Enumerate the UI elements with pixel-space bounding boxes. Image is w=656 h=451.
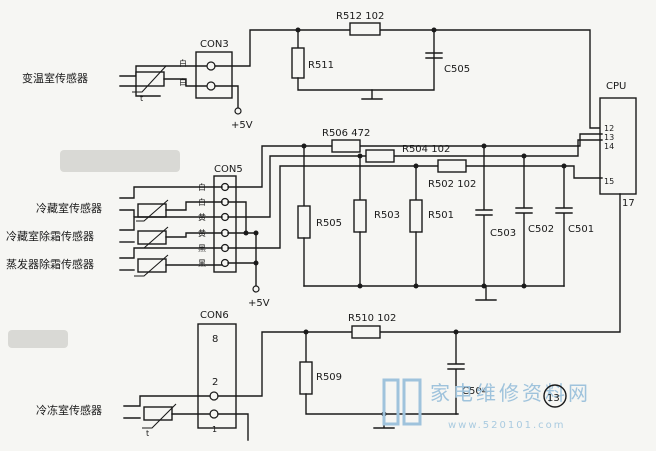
- supply-terminal: [234, 107, 242, 115]
- resistor-r505-label: R505: [316, 218, 342, 229]
- con3-section: CON3 白 白 变温室传感器 t +5V R512 102 R511 C505: [22, 11, 603, 131]
- watermark-logo: 家电维修资料网 www.520101.com: [382, 378, 591, 431]
- con3-connector: [195, 51, 233, 99]
- supply-label-top: +5V: [231, 120, 253, 131]
- cpu-chip: [599, 97, 637, 195]
- resistor-r512: [349, 22, 381, 36]
- cpu-pin-17: 17: [622, 198, 635, 209]
- scan-smudge: [8, 330, 68, 348]
- capacitor-c503-label: C503: [490, 228, 516, 239]
- cpu-pin-15: 15: [604, 177, 614, 186]
- resistor-r512-label: R512 102: [336, 11, 384, 22]
- thermistor-freezer: [143, 406, 173, 421]
- resistor-r504-label: R504 102: [402, 144, 450, 155]
- con5-label: CON5: [214, 164, 243, 175]
- con3-pin2: [206, 81, 216, 91]
- con6-pin-8: 8: [212, 334, 218, 345]
- resistor-r502: [437, 159, 467, 173]
- cpu-pin-13: 13: [604, 133, 614, 142]
- resistor-r502-label: R502 102: [428, 179, 476, 190]
- resistor-r511: [291, 47, 305, 79]
- resistor-r509: [299, 361, 313, 395]
- sensor-label-fridge-defrost: 冷藏室除霜传感器: [6, 229, 94, 243]
- con3-label: CON3: [200, 39, 229, 50]
- con5-pin6-color: 黑: [198, 259, 206, 268]
- resistor-r510-label: R510 102: [348, 313, 396, 324]
- con5-section: CON5 白 白 黄 黄 黑 黑 冷藏室传感器 冷藏室除霜传感器 蒸发器除霜传感…: [6, 128, 603, 309]
- figure-number-circle: [543, 384, 567, 408]
- thermistor-mark: t: [140, 94, 143, 103]
- scan-smudge: [60, 150, 180, 172]
- sensor-label-fridge: 冷藏室传感器: [36, 201, 102, 215]
- resistor-r509-label: R509: [316, 372, 342, 383]
- resistor-r503-label: R503: [374, 210, 400, 221]
- capacitor-c505-label: C505: [444, 64, 470, 75]
- figure-number: 13: [547, 393, 560, 404]
- supply-label-mid: +5V: [248, 298, 270, 309]
- resistor-r510: [351, 325, 381, 339]
- con6-label: CON6: [200, 310, 229, 321]
- sensor-label-evaporator-defrost: 蒸发器除霜传感器: [6, 257, 94, 271]
- resistor-r501: [409, 199, 423, 233]
- watermark-url: www.520101.com: [448, 420, 566, 431]
- con3-pin1: [206, 61, 216, 71]
- con3-pin1-color: 白: [179, 58, 187, 68]
- watermark-text: 家电维修资料网: [430, 381, 591, 405]
- resistor-r506-label: R506 472: [322, 128, 370, 139]
- con6-section: CON6 8 2 1 冷冻室传感器 t R510 102 R509 C504: [36, 193, 621, 441]
- capacitor-c501-label: C501: [568, 224, 594, 235]
- cpu-label: CPU: [606, 81, 626, 92]
- resistor-r506: [331, 139, 361, 153]
- con6-pin-2: 2: [212, 377, 218, 388]
- capacitor-c504-label: C504: [462, 386, 488, 397]
- sensor-label-freezer: 冷冻室传感器: [36, 403, 102, 417]
- sensor-label-variable-temp: 变温室传感器: [22, 71, 88, 85]
- resistor-r505: [297, 205, 311, 239]
- con3-pin2-color: 白: [179, 77, 187, 87]
- cpu-block: CPU 12 13 14 15 17: [599, 81, 637, 209]
- capacitor-c502-label: C502: [528, 224, 554, 235]
- resistor-r503: [353, 199, 367, 233]
- cpu-pin-12: 12: [604, 124, 614, 133]
- resistor-r504: [365, 149, 395, 163]
- resistor-r511-label: R511: [308, 60, 334, 71]
- thermistor-mark-freezer: t: [146, 429, 149, 438]
- cpu-pin-14: 14: [604, 142, 614, 151]
- con6-pin-1: 1: [212, 425, 217, 434]
- resistor-r501-label: R501: [428, 210, 454, 221]
